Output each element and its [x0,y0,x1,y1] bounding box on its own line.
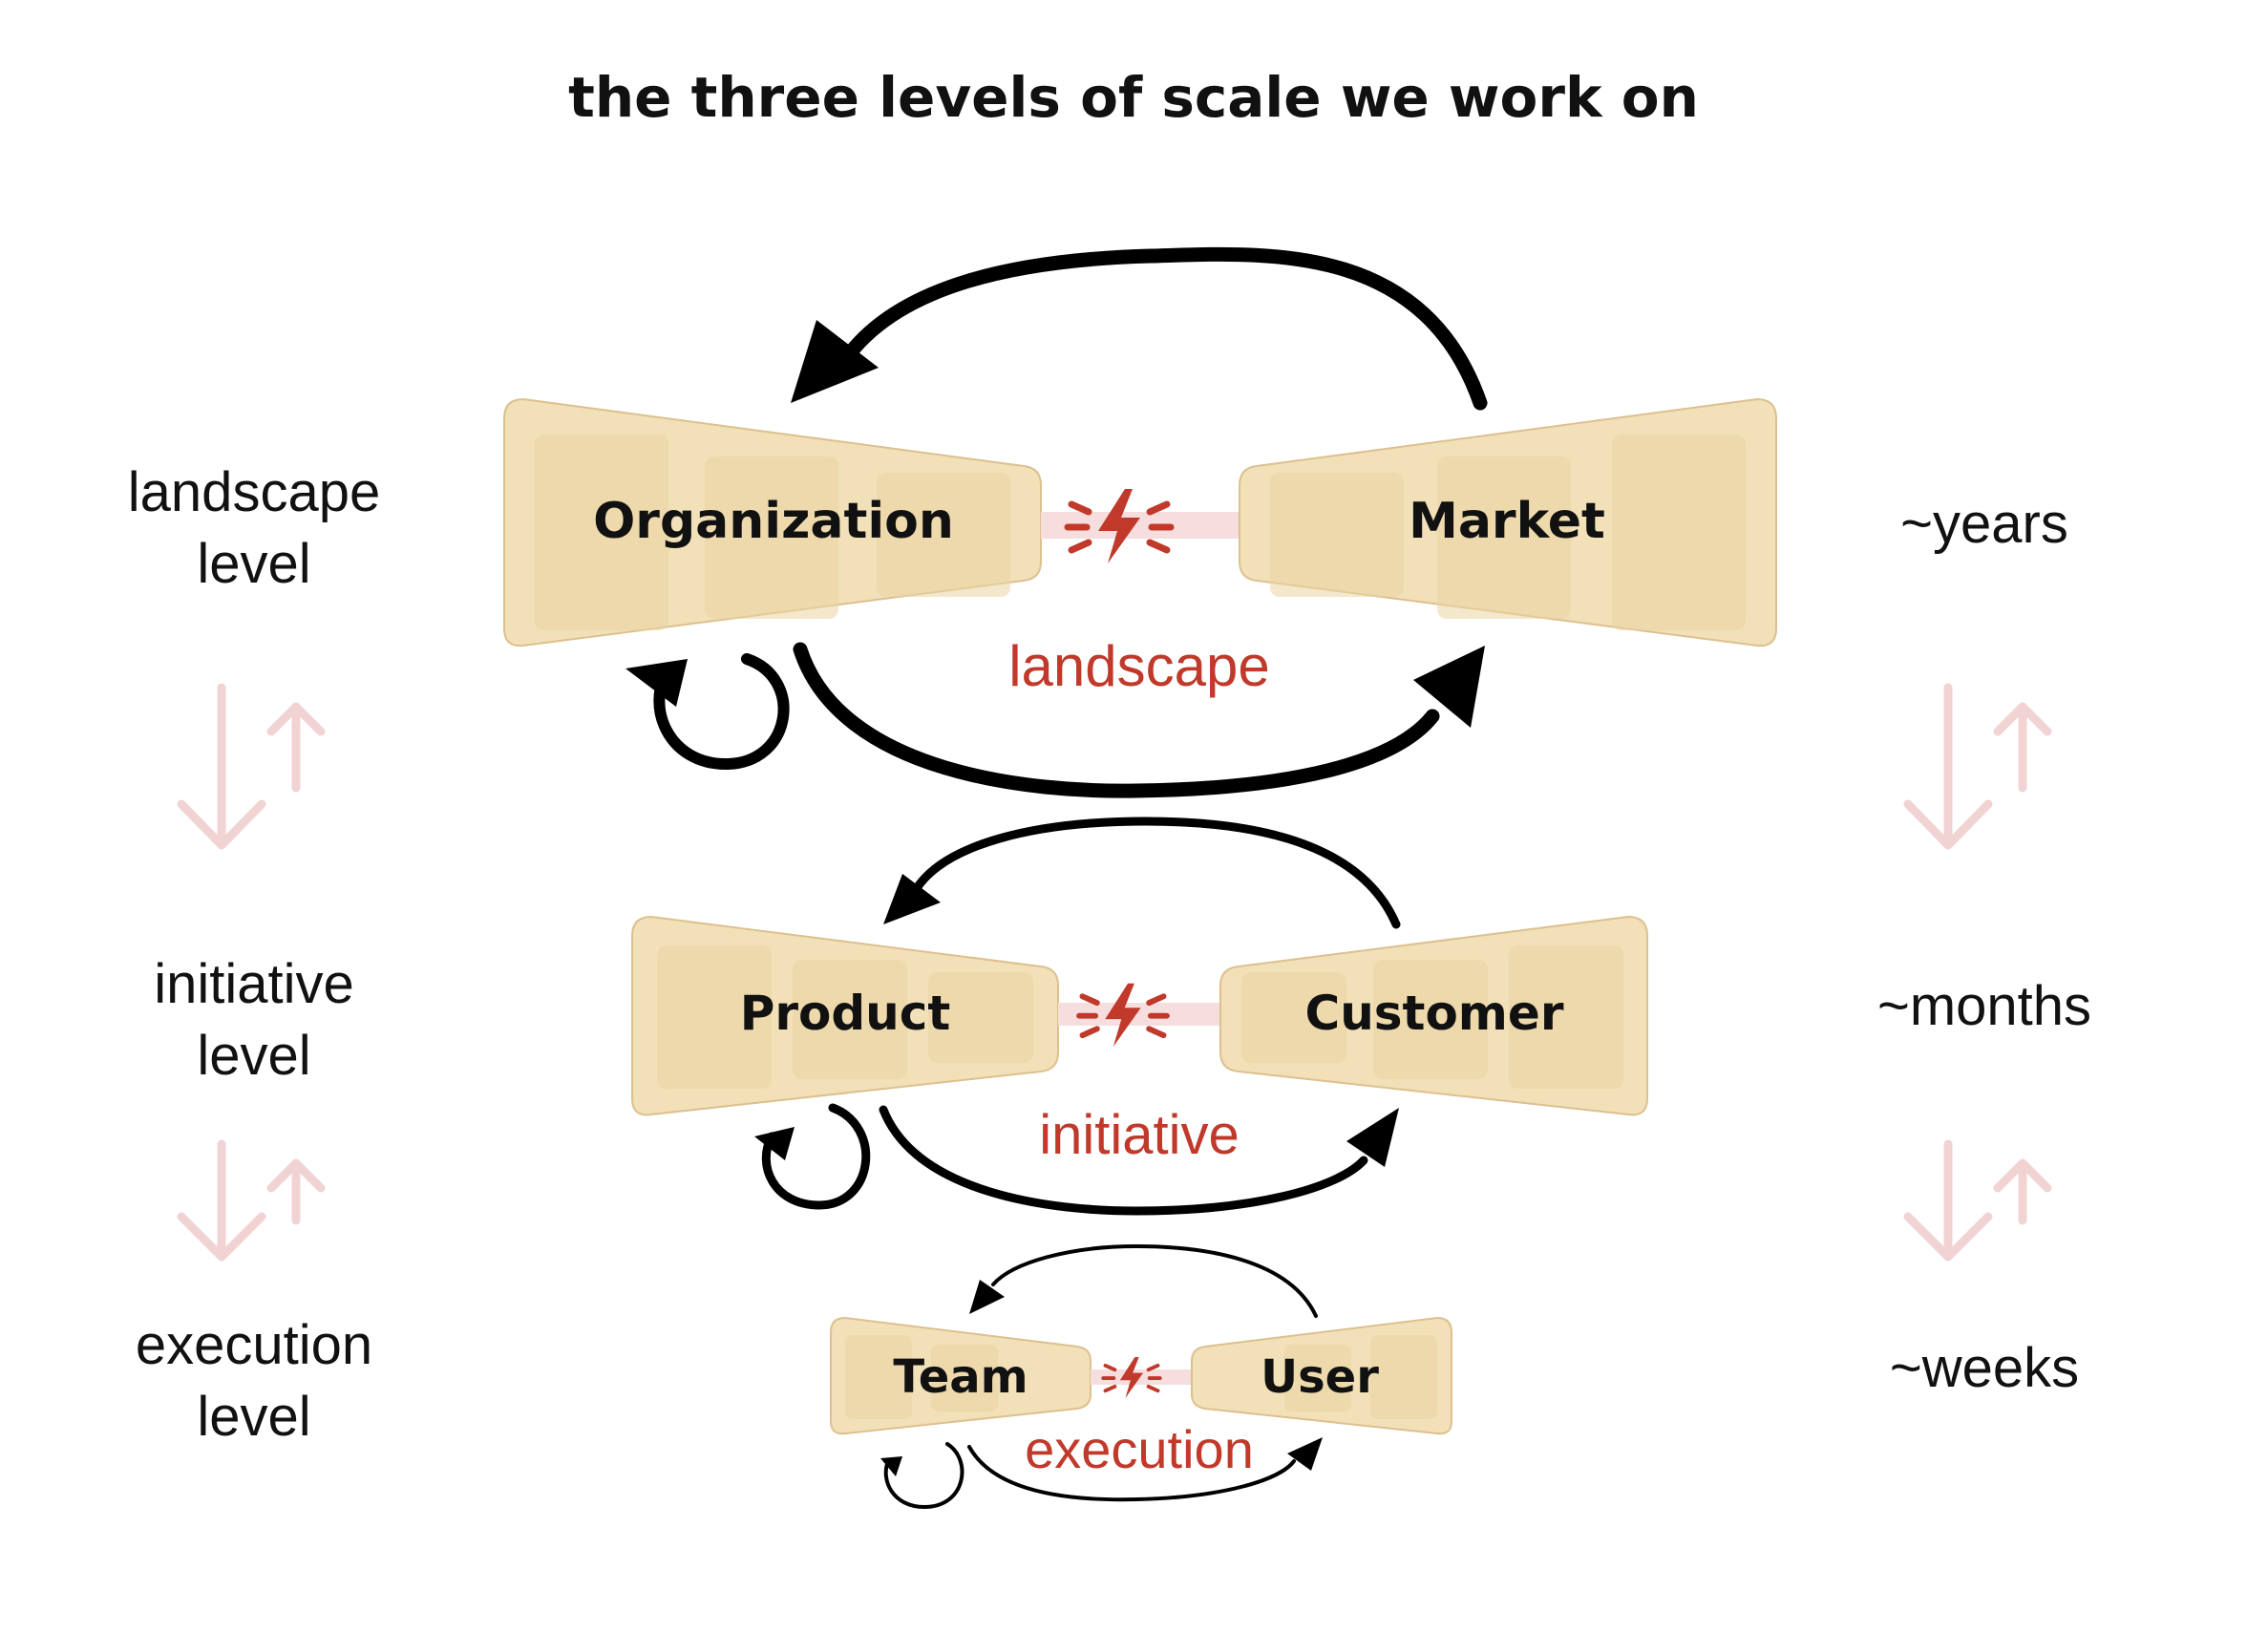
initiative-timescale: ~months [1877,975,2091,1037]
market-to-organization-arrow [842,246,1488,411]
execution-side-label-line1: execution [136,1314,372,1376]
down-up-arrows-icon [177,1139,326,1262]
product-to-customer-arrow [879,1105,1368,1216]
initiative-loop-label: initiative [1039,1104,1240,1166]
team-panel-texture [931,1345,998,1411]
customer-arrowhead [1346,1108,1399,1167]
user-to-team-arrow [991,1243,1318,1318]
customer-panel-texture [1373,960,1488,1079]
lightning-bolt-icon [1076,983,1170,1047]
team-to-user-arrow [967,1445,1296,1502]
organization-panel-texture [877,473,1010,597]
product-cycle-arrowhead [754,1127,795,1160]
organization-panel-texture [705,456,838,619]
landscape-timescale: ~years [1900,493,2068,555]
organization-cycle-arrowhead [625,659,688,707]
market-arrowhead [1413,646,1485,728]
organization-panel-texture [535,435,668,630]
customer-to-product-arrow [912,817,1401,929]
team-cycle-arrow [883,1442,964,1510]
down-up-arrows-icon [1903,1139,2052,1262]
product-panel-texture [793,960,907,1079]
execution-timescale: ~weeks [1890,1337,2079,1399]
initiative-level: Product Customer initiative [631,817,1648,1216]
customer-node-label: Customer [1305,986,1564,1041]
execution-loop-label: execution [1025,1419,1254,1479]
user-arrowhead [1287,1437,1323,1471]
diagram-title: the three levels of scale we work on [568,65,1699,130]
organization-to-market-arrow [793,642,1440,798]
initiative-side-label-line2: level [197,1025,310,1087]
landscape-level: Organization Market landscape [503,246,1777,798]
landscape-side-label-line1: landscape [128,461,380,523]
user-panel-texture [1284,1345,1351,1411]
team-arrowhead [969,1280,1005,1314]
team-cycle-arrowhead [880,1456,902,1476]
initiative-side-label-line1: initiative [154,953,354,1015]
user-node-label: User [1261,1350,1379,1404]
lightning-bolt-icon [1064,489,1175,563]
market-panel-texture [1270,473,1404,597]
product-arrowhead [883,874,941,924]
market-panel-texture [1612,435,1746,630]
product-panel-texture [657,945,772,1089]
product-cycle-arrow [761,1103,871,1210]
landscape-side-label-line2: level [197,533,310,595]
customer-panel-texture [1241,972,1346,1063]
team-node-label: Team [893,1350,1028,1404]
product-panel-texture [928,972,1033,1063]
organization-node-label: Organization [593,493,954,550]
team-user-connector [1091,1369,1194,1385]
user-panel-texture [1370,1335,1437,1419]
lightning-bolt-icon [1101,1357,1162,1398]
down-up-arrows-icon [177,683,326,850]
market-node-label: Market [1409,493,1605,550]
organization-arrowhead [791,320,879,403]
landscape-loop-label: landscape [1008,634,1270,698]
down-up-arrows-icon [1903,683,2052,850]
organization-cycle-arrow [653,653,790,771]
execution-level: Team User execution [830,1243,1452,1510]
product-node-label: Product [740,986,951,1041]
execution-side-label-line2: level [197,1386,310,1448]
customer-panel-texture [1509,945,1623,1089]
team-panel-texture [845,1335,912,1419]
market-panel-texture [1437,456,1571,619]
